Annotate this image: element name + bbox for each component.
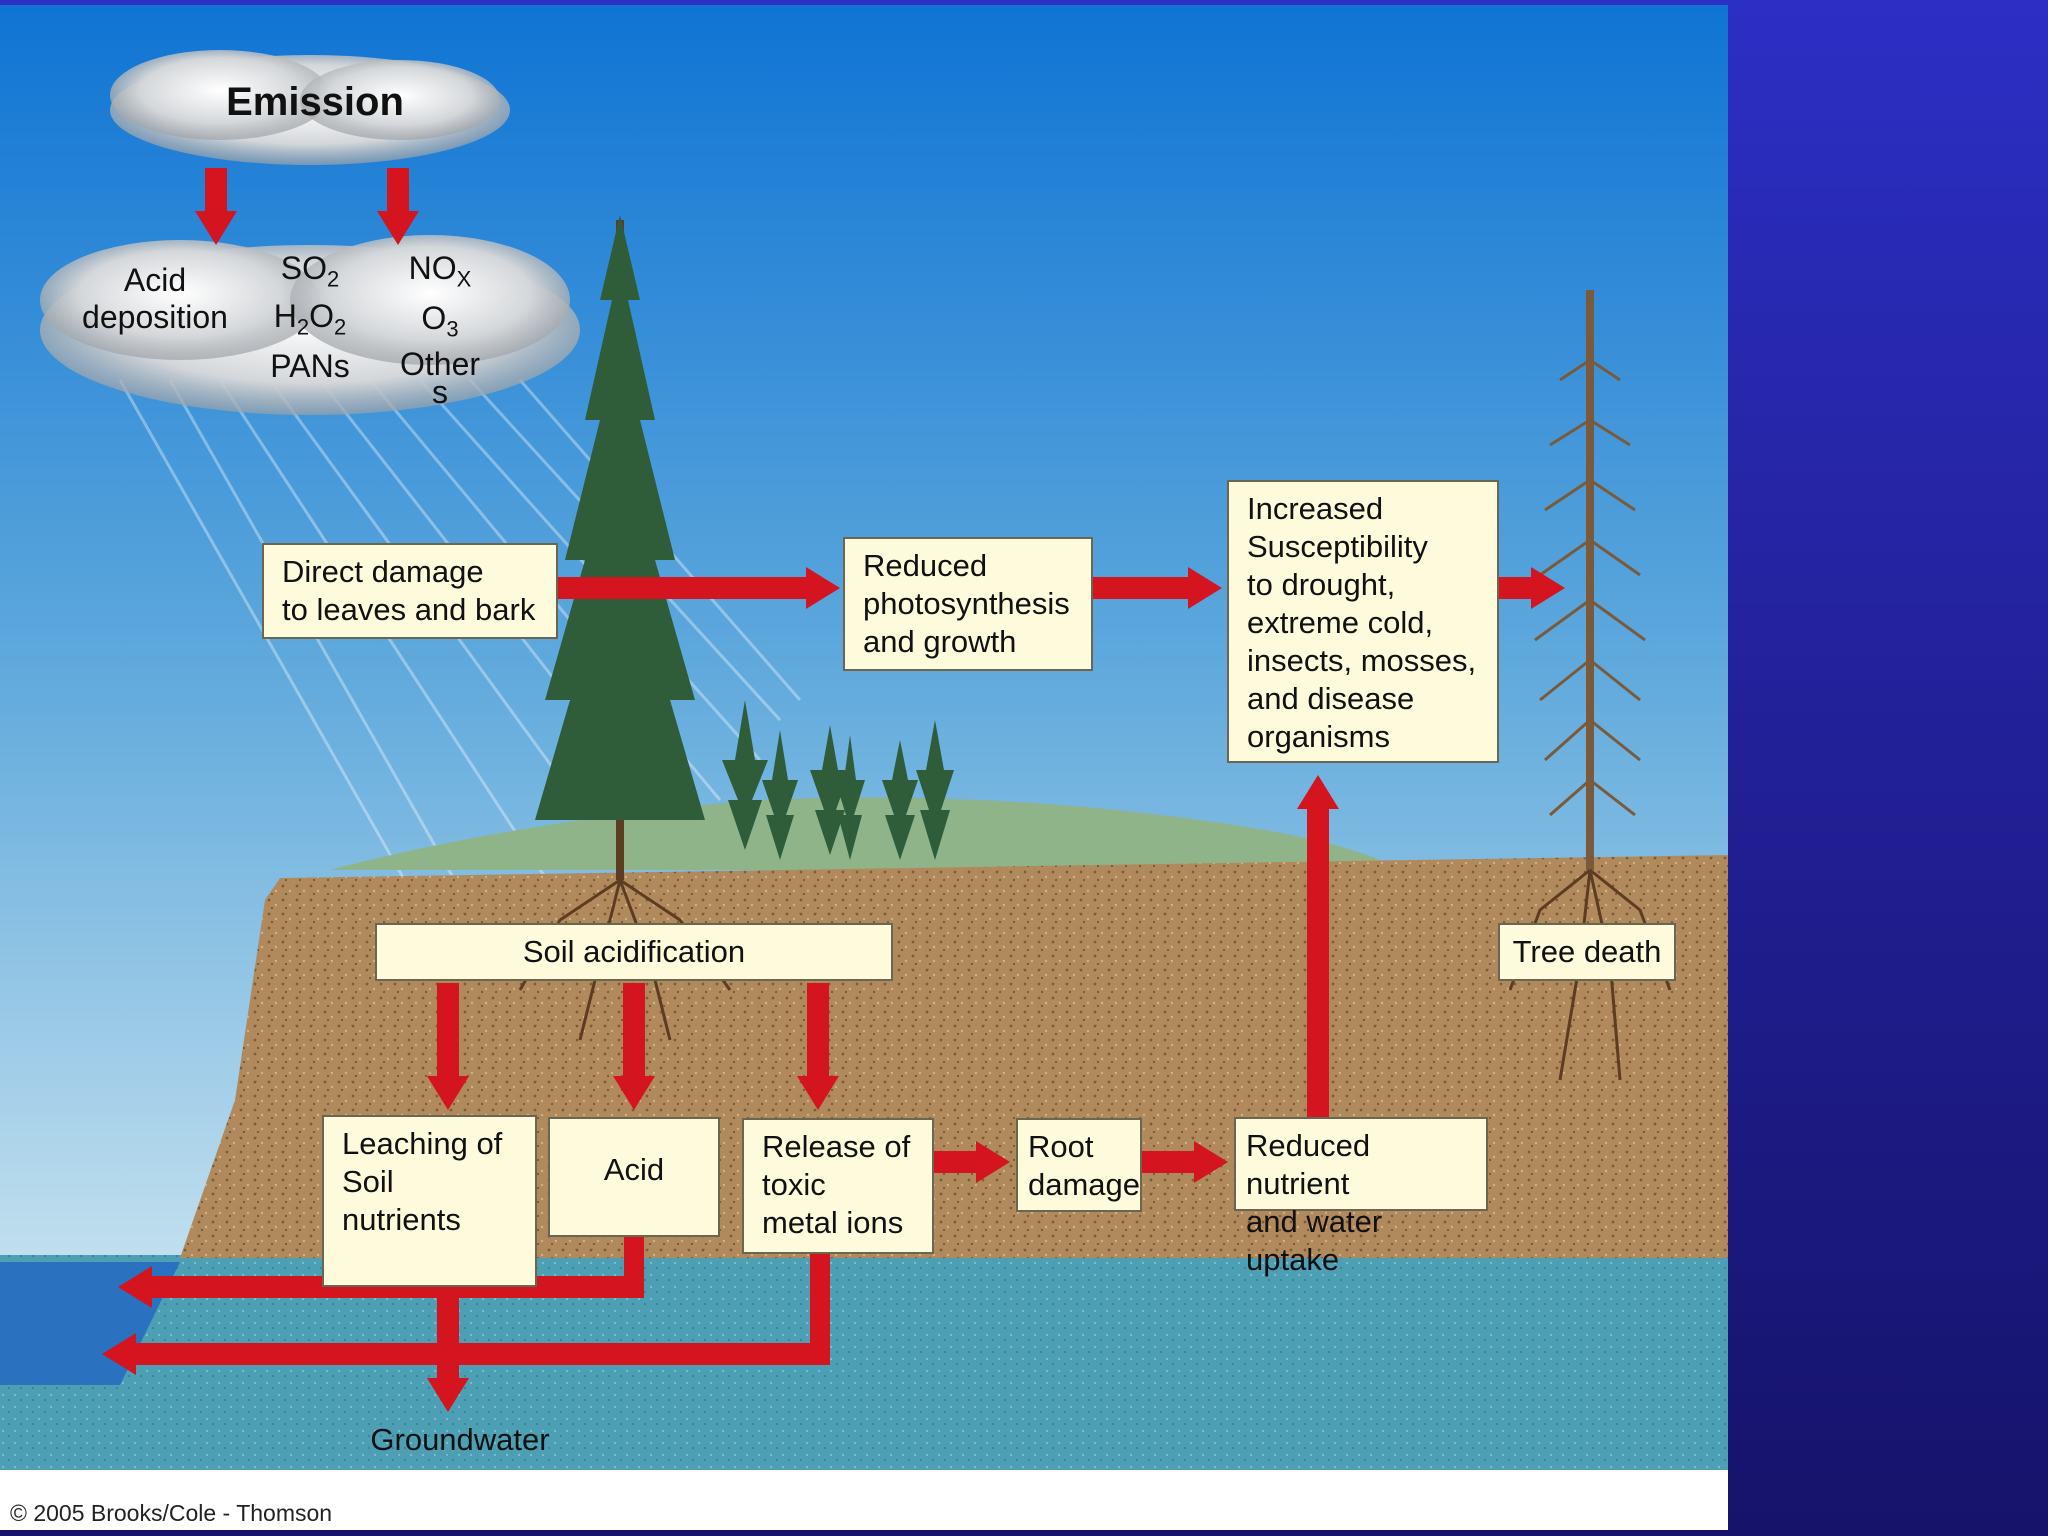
o3-label: O3 [421, 300, 459, 342]
pans-label: PANs [270, 348, 350, 384]
arrow-soil-to-leaching [427, 983, 469, 1110]
emission-cloud [110, 50, 510, 165]
arrow-susceptibility-to-tree-death [1499, 567, 1565, 609]
release-toxic-box: Release of toxic metal ions [742, 1118, 934, 1254]
reduced-photosynthesis-box: Reduced photosynthesis and growth [843, 537, 1093, 671]
groundwater-label: Groundwater [370, 1422, 550, 1457]
emission-label: Emission [226, 80, 404, 124]
acid-deposition-label: Acid deposition [82, 262, 228, 335]
copyright-notice: © 2005 Brooks/Cole - Thomson [10, 1500, 333, 1526]
arrow-release-to-lake [102, 1333, 830, 1375]
nox-label: NOX [408, 250, 472, 292]
arrow-leaching-to-groundwater [427, 1287, 469, 1412]
tree-death-box: Tree death [1498, 923, 1676, 981]
roots [518, 868, 1672, 1081]
direct-damage-box: Direct damage to leaves and bark [262, 543, 558, 639]
arrow-release-to-root-damage [934, 1141, 1010, 1183]
arrow-emission-to-nox [377, 168, 419, 245]
reduced-nutrient-box: Reduced nutrient and water uptake [1234, 1117, 1488, 1277]
dead-tree [1534, 290, 1646, 870]
arrow-emission-to-acid-deposition [195, 168, 237, 245]
leaching-box: Leaching of Soil nutrients [322, 1115, 537, 1287]
hills [330, 797, 1400, 870]
healthy-tree [535, 215, 705, 880]
others-label: Other s [399, 346, 481, 410]
drain-release-vertical [810, 1254, 830, 1364]
arrow-root-damage-to-nutrient [1142, 1141, 1228, 1183]
arrow-soil-to-acid [613, 983, 655, 1110]
soil-acidification-box: Soil acidification [375, 923, 893, 981]
arrow-direct-damage-to-photosynthesis [558, 567, 840, 609]
root-damage-box: Root damage [1016, 1118, 1142, 1212]
arrows-group [102, 168, 1565, 1412]
acid-box: Acid [548, 1117, 720, 1237]
arrow-photosynthesis-to-susceptibility [1093, 567, 1222, 609]
h2o2-label: H2O2 [273, 298, 347, 340]
pollutant-cloud [40, 235, 580, 415]
small-trees [722, 700, 954, 860]
arrow-nutrient-to-susceptibility [1297, 775, 1339, 1117]
so2-label: SO2 [280, 250, 340, 292]
footer-strip [0, 1470, 1728, 1530]
arrow-soil-to-release [797, 983, 839, 1110]
increased-susceptibility-box: Increased Susceptibility to drought, ext… [1227, 480, 1499, 763]
